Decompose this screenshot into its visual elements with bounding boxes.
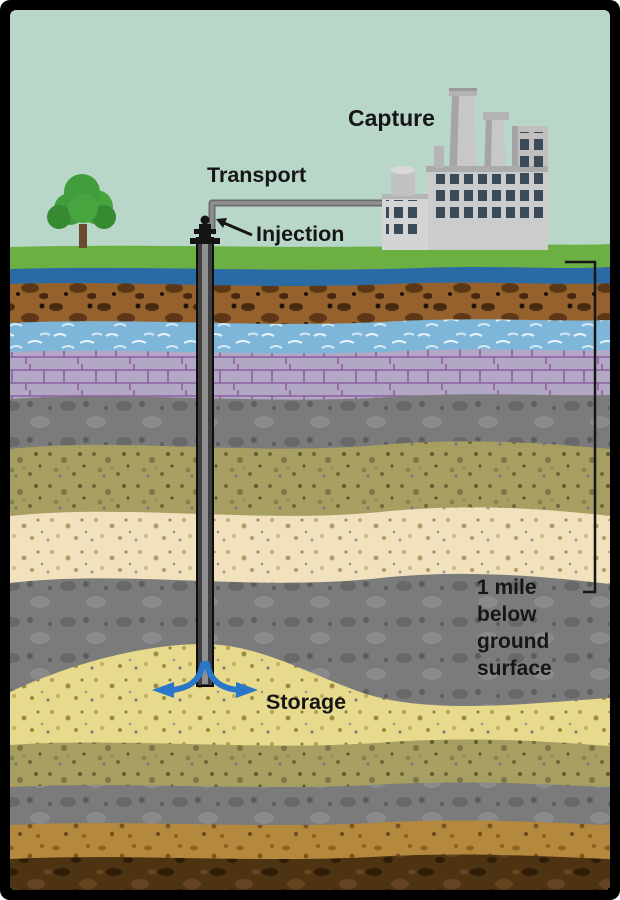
depth-label-line-2: below <box>477 603 537 626</box>
injection-arrow <box>216 218 253 237</box>
depth-label-line-4: surface <box>477 657 552 680</box>
depth-label: 1 mile below ground surface <box>477 576 552 680</box>
depth-label-line-3: ground <box>477 630 549 653</box>
injection-label: Injection <box>256 222 344 246</box>
depth-bracket-line <box>565 260 597 594</box>
capture-label: Capture <box>348 105 435 131</box>
injection-well <box>190 215 220 687</box>
depth-label-line-1: 1 mile <box>477 576 537 599</box>
storage-label: Storage <box>266 690 346 714</box>
transport-pipe-highlight <box>210 201 400 232</box>
tree-icon <box>47 174 116 248</box>
transport-label: Transport <box>207 163 306 187</box>
layer-basement-brown <box>10 854 610 890</box>
factory-icon <box>382 88 548 250</box>
storage-arrows <box>152 661 258 698</box>
